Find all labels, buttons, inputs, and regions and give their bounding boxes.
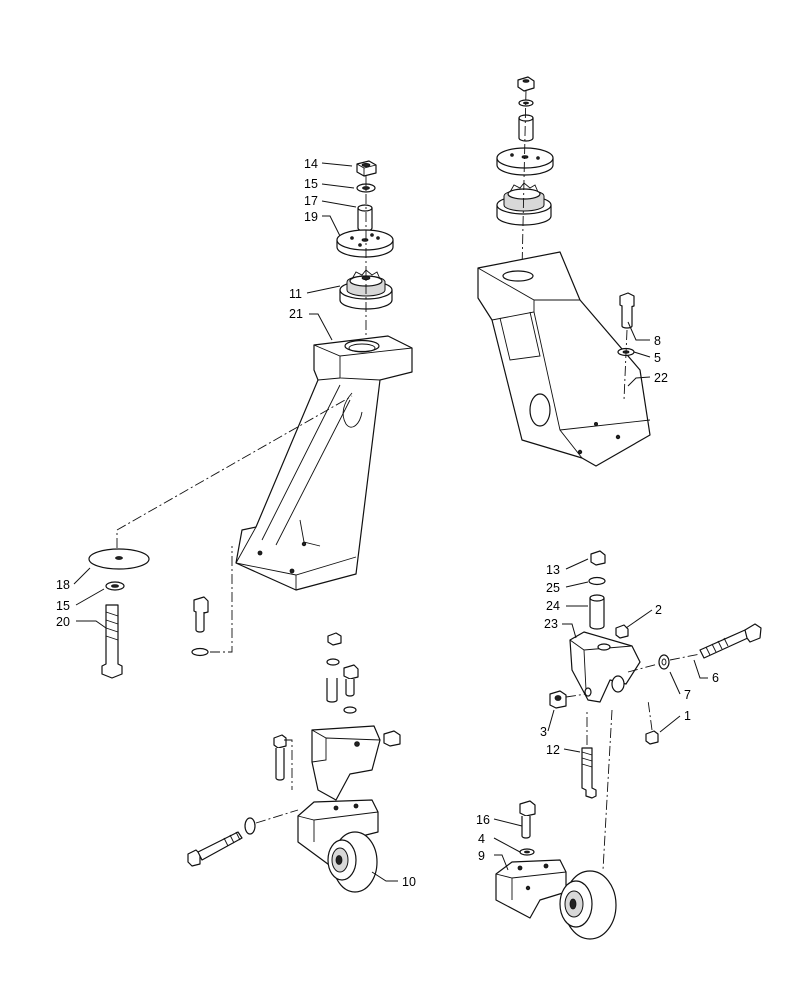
callout-22: 22 bbox=[654, 371, 668, 385]
callout-11: 11 bbox=[289, 287, 302, 301]
spacer-17 bbox=[357, 204, 373, 232]
callout-9: 9 bbox=[478, 849, 485, 863]
callout-8: 8 bbox=[654, 334, 661, 348]
callout-6: 6 bbox=[712, 671, 719, 685]
bolt-8-washer-5 bbox=[617, 292, 635, 401]
callout-2: 2 bbox=[655, 603, 662, 617]
callout-16: 16 bbox=[476, 813, 490, 827]
callout-21: 21 bbox=[289, 307, 303, 321]
callout-20: 20 bbox=[56, 615, 70, 629]
callout-1: 1 bbox=[684, 709, 691, 723]
small-bolt-center bbox=[191, 546, 233, 657]
callout-18: 18 bbox=[56, 578, 70, 592]
callout-15-lower: 15 bbox=[56, 599, 70, 613]
right-lower-assembly bbox=[495, 550, 762, 940]
callout-7: 7 bbox=[684, 688, 691, 702]
callout-23: 23 bbox=[544, 617, 558, 631]
callout-13: 13 bbox=[546, 563, 560, 577]
callout-5: 5 bbox=[654, 351, 661, 365]
callout-24: 24 bbox=[546, 599, 560, 613]
callout-10: 10 bbox=[402, 875, 416, 889]
lower-left-stack bbox=[88, 395, 353, 679]
left-mount-stack bbox=[336, 160, 394, 336]
nut-14 bbox=[356, 160, 377, 177]
plate-19 bbox=[336, 229, 394, 258]
leader-lines bbox=[73, 162, 708, 882]
callout-4: 4 bbox=[478, 832, 485, 846]
callout-12: 12 bbox=[546, 743, 560, 757]
callout-25: 25 bbox=[546, 581, 560, 595]
bracket-21 bbox=[235, 335, 413, 591]
center-lower-assembly bbox=[187, 632, 401, 893]
callout-labels: 14 15 17 19 11 21 8 5 22 18 15 20 13 25 … bbox=[56, 157, 719, 889]
callout-3: 3 bbox=[540, 725, 547, 739]
callout-19: 19 bbox=[304, 210, 318, 224]
bracket-22 bbox=[477, 251, 651, 467]
callout-14: 14 bbox=[304, 157, 318, 171]
callout-15-upper: 15 bbox=[304, 177, 318, 191]
right-mount-stack bbox=[496, 76, 554, 271]
callout-17: 17 bbox=[304, 194, 318, 208]
